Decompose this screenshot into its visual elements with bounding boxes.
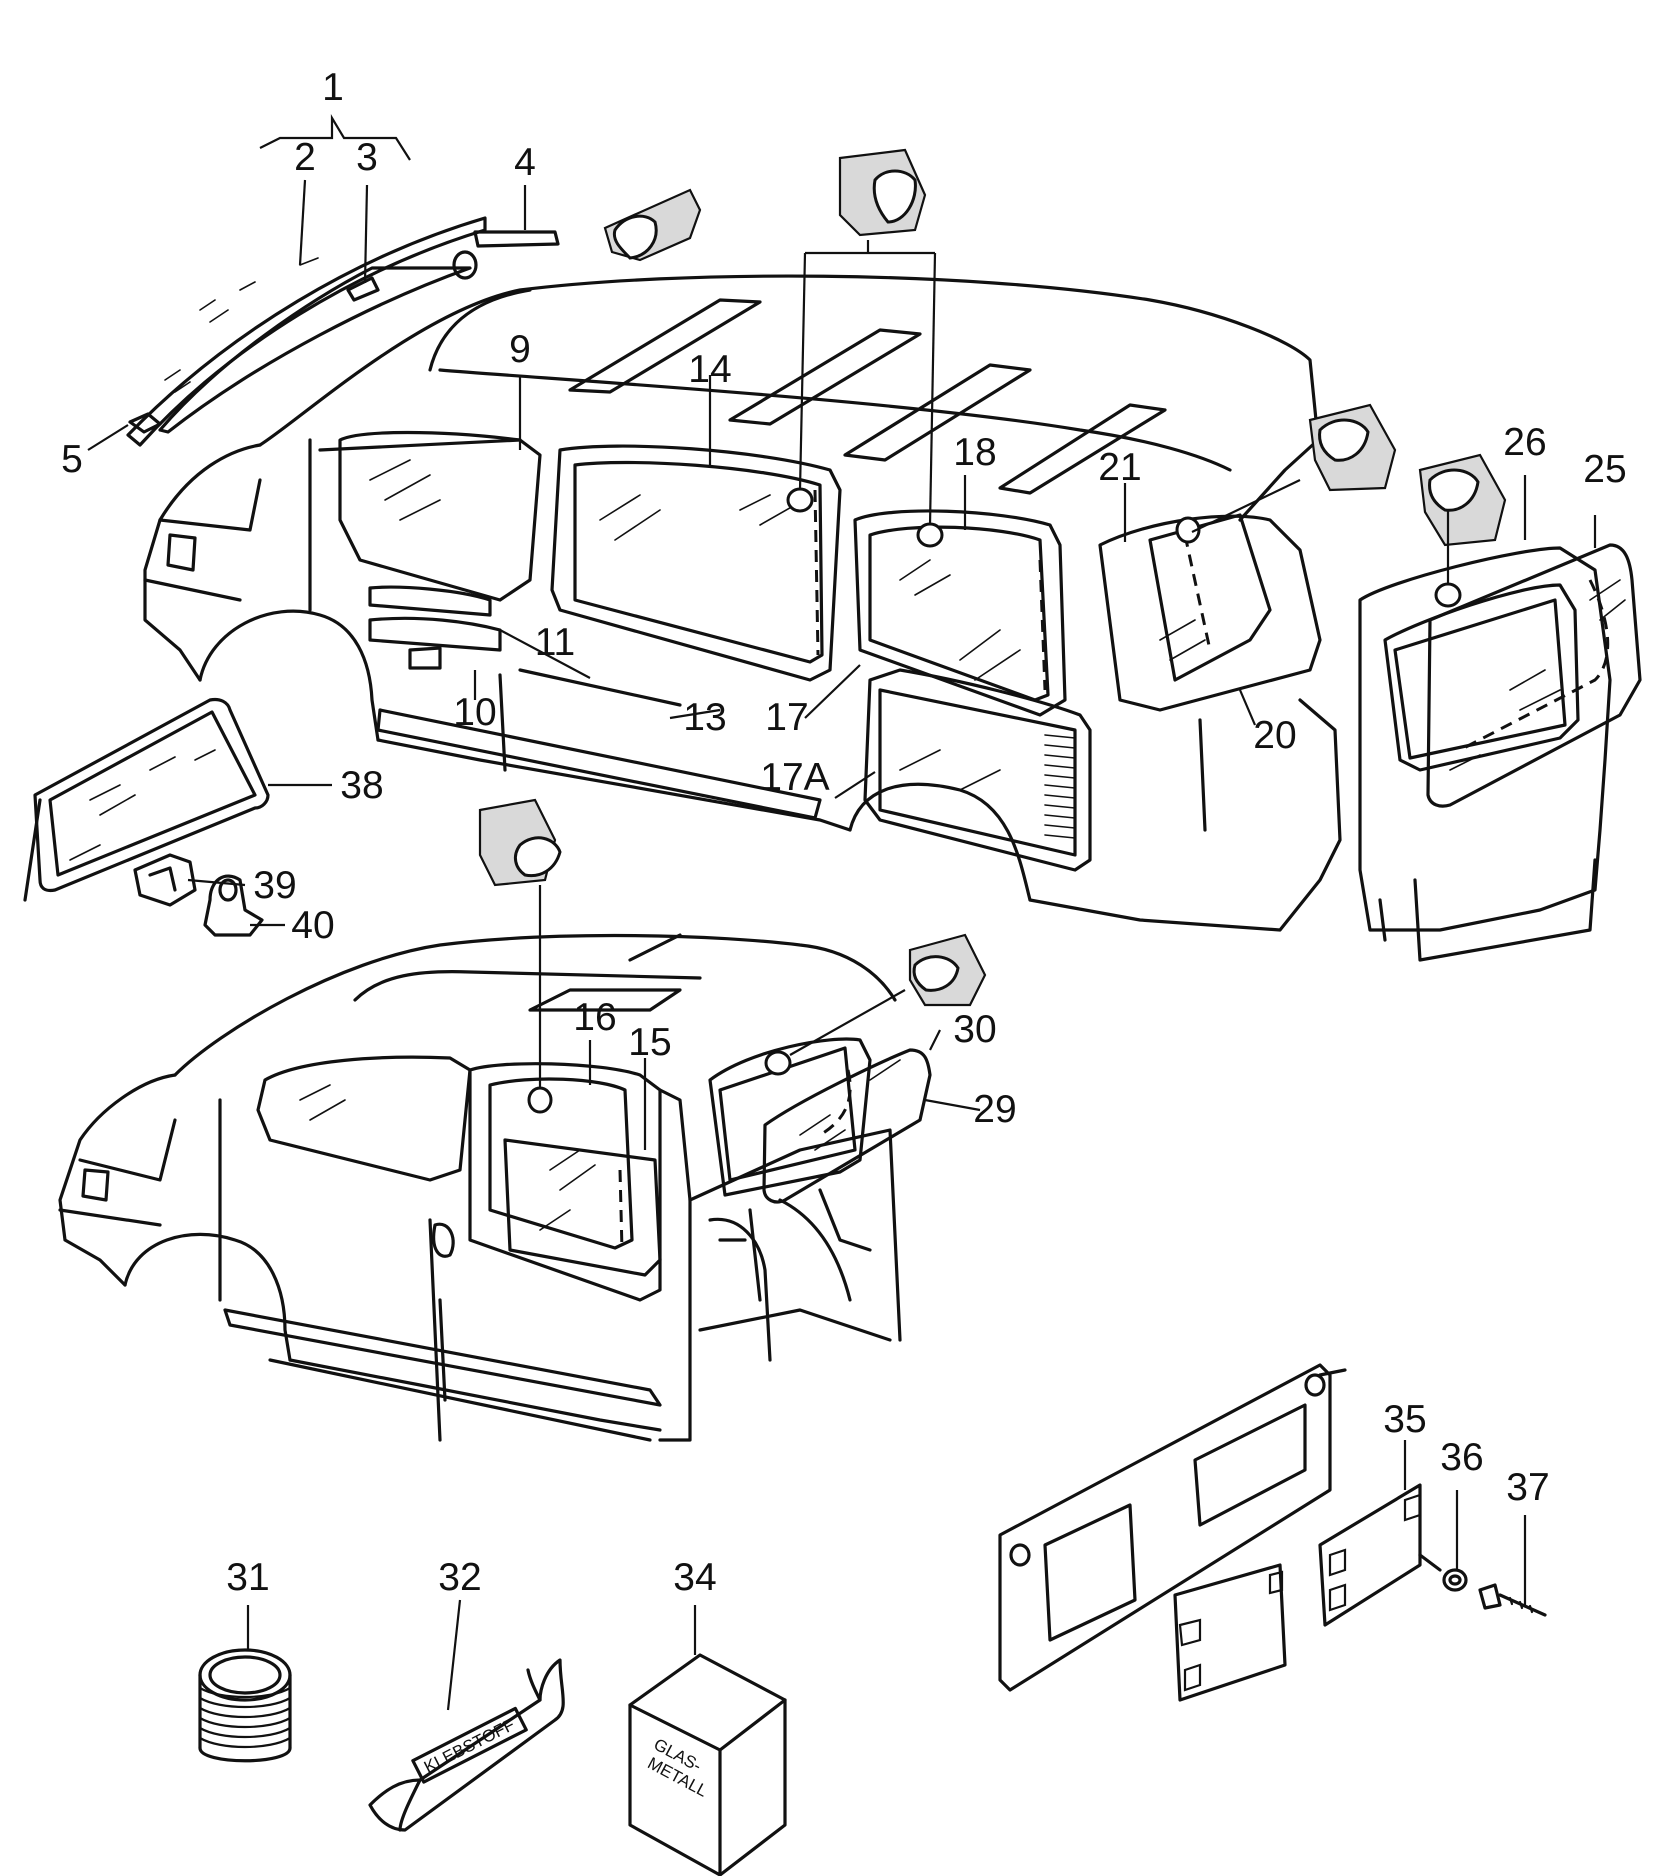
- callout-14: 14: [688, 348, 731, 391]
- van-body-lower: [58, 933, 932, 1442]
- seal-profile-detail-e: [478, 798, 562, 887]
- callout-11: 11: [535, 621, 576, 664]
- bracket-39: [133, 853, 197, 907]
- callout-21: 21: [1098, 446, 1141, 489]
- bracket-40: [203, 874, 264, 937]
- callout-5: 5: [61, 438, 83, 481]
- callout-26: 26: [1503, 421, 1546, 464]
- callout-18: 18: [953, 431, 996, 474]
- callout-30: 30: [953, 1008, 996, 1051]
- adhesive-bag-32: KLEBSTOFF: [368, 1658, 565, 1832]
- callout-32: 32: [438, 1556, 481, 1599]
- rear-tailgate: [1358, 543, 1642, 962]
- callout-1: 1: [322, 66, 344, 109]
- leader-lines: [87, 179, 1597, 1711]
- callout-37: 37: [1506, 1466, 1549, 1509]
- callout-40: 40: [291, 904, 334, 947]
- callout-10: 10: [453, 691, 496, 734]
- seal-profile-detail-d: [1418, 453, 1507, 547]
- callout-4: 4: [514, 141, 536, 184]
- callout-36: 36: [1440, 1436, 1483, 1479]
- glass-metal-box-34: GLAS- METALL: [628, 1653, 787, 1876]
- callout-31: 31: [226, 1556, 269, 1599]
- glass-panel-38: [23, 697, 270, 902]
- callout-17a: 17A: [760, 756, 829, 799]
- callout-39: 39: [253, 864, 296, 907]
- partition-panel: [998, 1363, 1547, 1702]
- callout-25: 25: [1583, 448, 1626, 491]
- callout-16: 16: [573, 996, 616, 1039]
- seal-profile-detail-b: [838, 148, 927, 237]
- callout-34: 34: [673, 1556, 716, 1599]
- callout-3: 3: [356, 136, 378, 179]
- seal-profile-detail-c: [1308, 403, 1397, 492]
- callout-9: 9: [509, 328, 531, 371]
- callout-17: 17: [765, 696, 808, 739]
- adhesive-bag-label: KLEBSTOFF: [421, 1715, 518, 1777]
- callout-13: 13: [683, 696, 726, 739]
- seal-profile-detail-a: [603, 188, 702, 262]
- callout-29: 29: [973, 1088, 1016, 1131]
- van-body-upper: [143, 274, 1342, 932]
- sealing-tape-roll-31: [198, 1648, 292, 1763]
- callout-35: 35: [1383, 1398, 1426, 1441]
- callout-15: 15: [628, 1021, 671, 1064]
- callout-labels: 1 2 3 4 5 9 10 11 13 14 15 16 17 17A 18 …: [61, 66, 1627, 1599]
- roof-trim-strip: [126, 216, 560, 447]
- callout-38: 38: [340, 764, 383, 807]
- callout-20: 20: [1253, 714, 1296, 757]
- seal-profile-detail-f: [908, 933, 987, 1007]
- callout-2: 2: [294, 136, 316, 179]
